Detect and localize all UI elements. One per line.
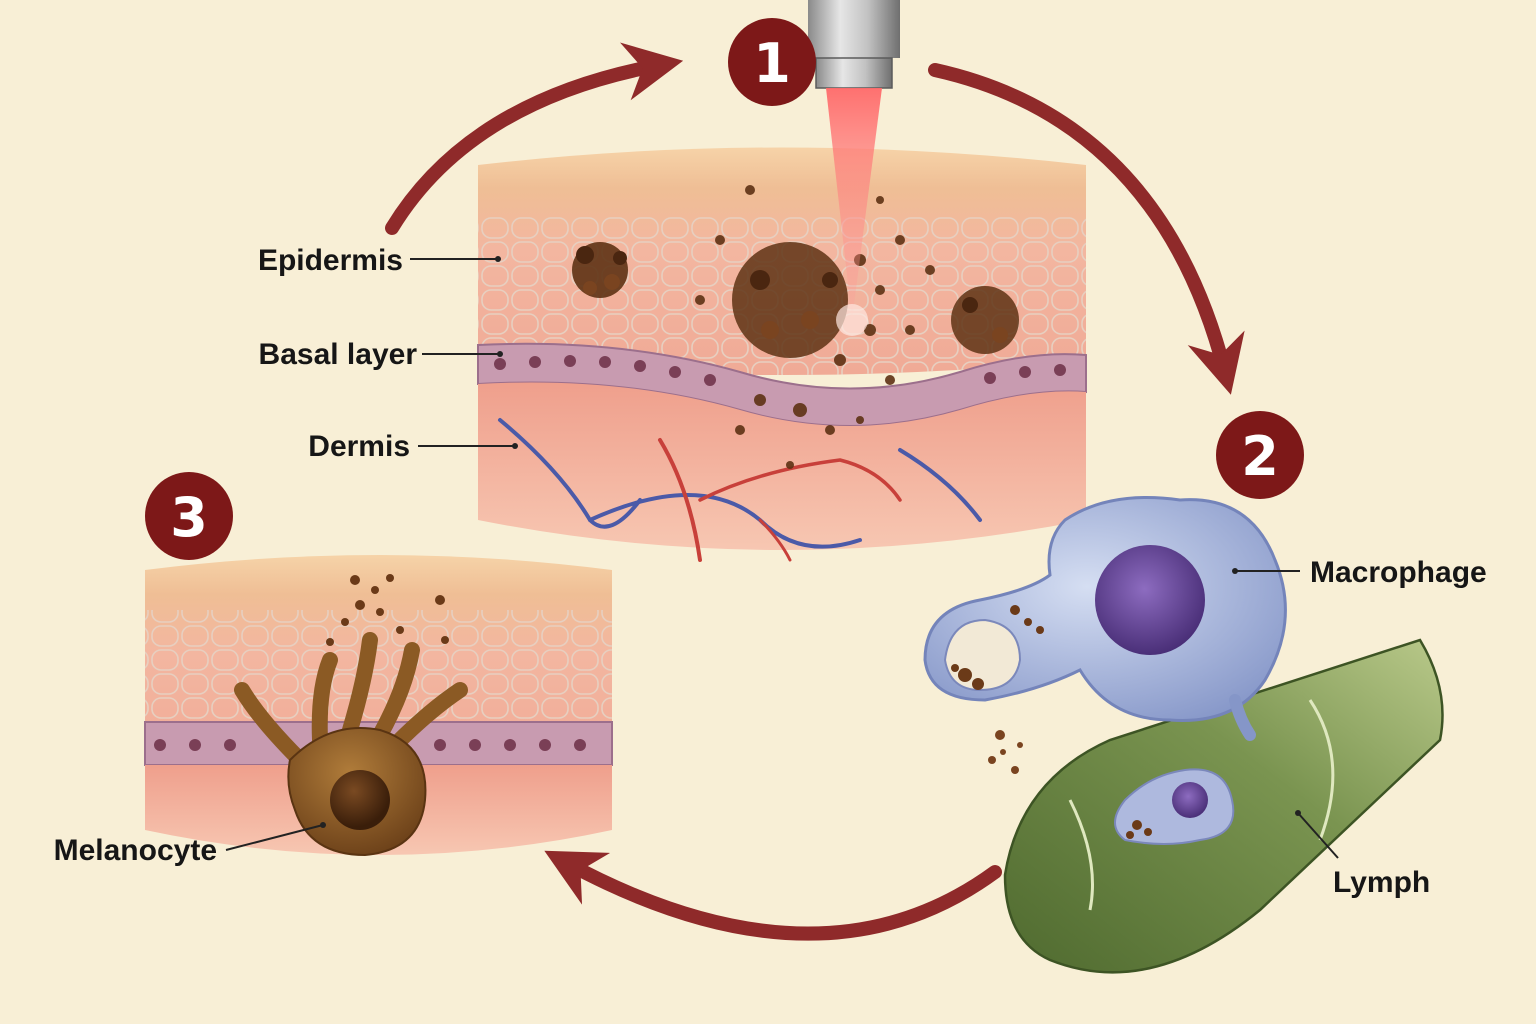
panel-3-epidermis-cells <box>145 610 612 720</box>
leader-lines <box>225 256 1339 859</box>
label-basal-layer: Basal layer <box>259 338 418 371</box>
scattered-pigment-fragments <box>695 185 935 469</box>
cycle-arrows <box>385 42 1245 941</box>
anatomy-labels: Epidermis Basal layer Dermis Macrophage … <box>54 244 1487 899</box>
pigment-cluster-right <box>951 286 1019 354</box>
phagosome-vacuole <box>943 618 1022 692</box>
svg-text:1: 1 <box>753 32 791 95</box>
melanocyte-nucleus <box>330 770 390 830</box>
panel-2-clearance <box>923 496 1444 974</box>
laser-handpiece-icon <box>808 0 900 89</box>
macrophage-nucleus <box>1095 545 1205 655</box>
dermal-blood-vessels <box>498 418 982 562</box>
step-badge-3: 3 <box>145 472 233 560</box>
panel-1-laser-treatment <box>477 0 1087 562</box>
dermis-layer <box>478 382 1086 550</box>
panel-3-basal-nuclei <box>154 739 586 751</box>
label-macrophage: Macrophage <box>1310 556 1487 589</box>
macrophage-to-lymph-stalk <box>1229 694 1256 741</box>
melanin-granules <box>326 574 449 646</box>
step-badge-2: 2 <box>1216 411 1304 499</box>
macrophage-in-lymph <box>1114 768 1235 845</box>
pigment-cluster-center <box>732 242 848 358</box>
laser-beam <box>826 88 882 320</box>
laser-impact-glow <box>836 304 868 336</box>
pigment-cluster-left <box>572 242 628 298</box>
cycle-arrow-2-to-3 <box>544 850 1002 941</box>
pigment-clusters <box>572 185 1019 469</box>
step-badges: 1 2 3 <box>145 18 1304 560</box>
free-pigment-particles <box>988 730 1023 774</box>
panel-3-melanocyte <box>144 555 613 857</box>
svg-text:2: 2 <box>1241 425 1279 488</box>
engulfed-pigment <box>951 605 1044 690</box>
macrophage-cell <box>923 496 1287 722</box>
step-badge-1: 1 <box>728 18 816 106</box>
svg-text:3: 3 <box>170 486 208 549</box>
label-epidermis: Epidermis <box>258 244 403 277</box>
label-melanocyte: Melanocyte <box>54 834 217 867</box>
cycle-arrow-1-to-2 <box>928 63 1245 395</box>
basal-cell-nuclei <box>494 355 1066 386</box>
label-dermis: Dermis <box>308 430 410 463</box>
cycle-arrow-3-to-1 <box>385 42 684 235</box>
label-lymph: Lymph <box>1333 866 1430 899</box>
lymph-valve-lines <box>1068 699 1335 911</box>
